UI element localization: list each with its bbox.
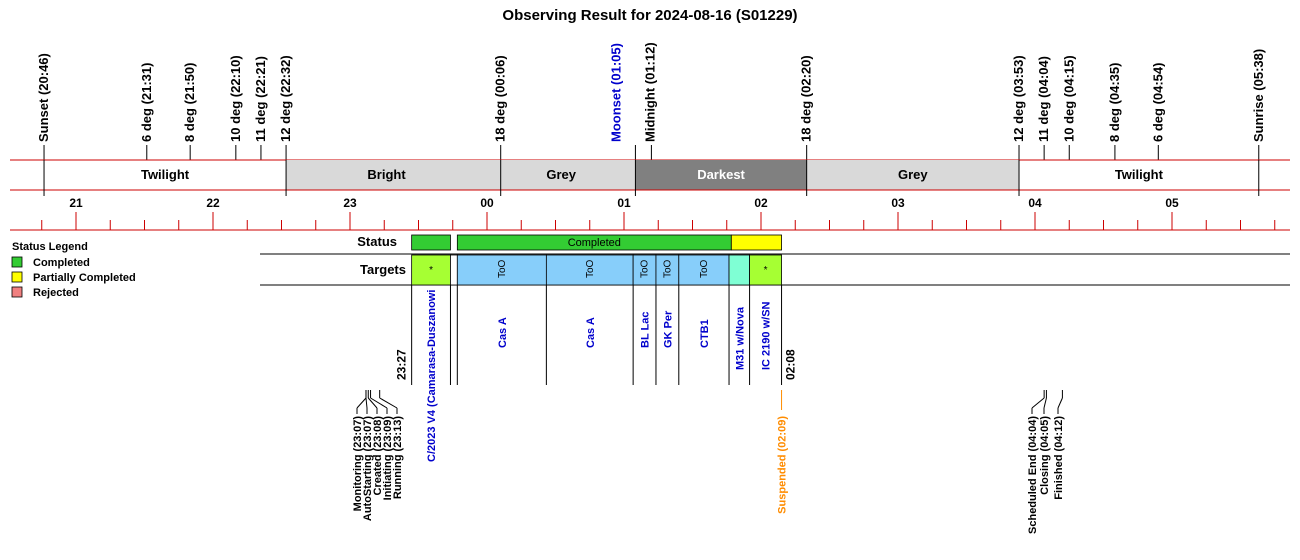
exec-event-leader — [1057, 397, 1063, 409]
legend-label: Rejected — [33, 287, 79, 299]
end-time-label: 02:08 — [784, 349, 798, 380]
start-time-label: 23:27 — [395, 349, 409, 380]
sky-phase-band: Twilight Bright Grey Darkest Grey Twilight — [10, 159, 1290, 196]
exec-event-label: Initiating (23:09) — [382, 416, 394, 501]
exec-event-leader — [370, 397, 388, 409]
status-block — [411, 234, 451, 251]
phase-label: Bright — [367, 167, 406, 182]
event-label: 11 deg (04:04) — [1036, 56, 1051, 142]
exec-event-leader — [367, 397, 378, 409]
event-label: 11 deg (22:21) — [253, 56, 268, 142]
event-label: 8 deg (21:50) — [182, 63, 197, 142]
exec-event-label: Running (23:13) — [392, 416, 404, 499]
exec-event-label: Finished (04:12) — [1053, 416, 1065, 500]
phase-label: Grey — [898, 167, 928, 182]
target-block — [545, 254, 634, 286]
event-label: 12 deg (03:53) — [1011, 55, 1026, 142]
hour-tick-label: 22 — [206, 196, 220, 210]
target-name: C/2023 V4 (Camarasa-Duszanowi — [426, 290, 438, 462]
target-name: CTB1 — [699, 319, 711, 348]
legend-swatch — [11, 256, 23, 268]
hour-tick-label: 23 — [343, 196, 357, 210]
target-name: GK Per — [662, 310, 674, 348]
hour-tick-label: 21 — [69, 196, 83, 210]
phase-label: Twilight — [141, 167, 190, 182]
exec-event-label: Closing (04:05) — [1039, 416, 1051, 495]
hour-tick-label: 02 — [754, 196, 768, 210]
target-tag: * — [764, 265, 768, 276]
phase-block — [806, 160, 1020, 190]
target-tag: ToO — [699, 259, 710, 278]
event-label: 6 deg (21:31) — [139, 63, 154, 142]
chart-title: Observing Result for 2024-08-16 (S01229) — [502, 7, 797, 24]
event-label: Moonset (01:05) — [608, 43, 623, 142]
target-name: IC 2190 w/SN — [761, 301, 773, 370]
target-tag: * — [429, 265, 433, 276]
target-tag: ToO — [640, 259, 651, 278]
event-label: Midnight (01:12) — [642, 42, 657, 142]
phase-label: Grey — [546, 167, 576, 182]
status-block-label: Completed — [568, 237, 621, 249]
exec-event-leader — [365, 397, 368, 409]
target-block — [450, 254, 458, 286]
hour-tick-label: 01 — [617, 196, 631, 210]
target-tag: ToO — [662, 259, 673, 278]
hour-tick-label: 05 — [1165, 196, 1179, 210]
target-block — [456, 254, 547, 286]
exec-event-leader — [1031, 397, 1045, 409]
event-label: 10 deg (04:15) — [1061, 55, 1076, 142]
legend-label: Partially Completed — [33, 272, 136, 284]
hour-tick-label: 04 — [1028, 196, 1042, 210]
phase-block — [487, 160, 636, 190]
phase-block — [635, 160, 807, 190]
event-label: 10 deg (22:10) — [228, 55, 243, 142]
phase-block — [286, 160, 487, 190]
event-label: 8 deg (04:35) — [1107, 63, 1122, 142]
event-label: Sunset (20:46) — [36, 53, 51, 142]
target-tag: ToO — [497, 259, 508, 278]
exec-event-label: Monitoring (23:07) — [352, 416, 364, 512]
exec-event-label: Scheduled End (04:04) — [1027, 416, 1039, 534]
status-block — [730, 234, 782, 251]
target-name: Cas A — [585, 317, 597, 348]
target-name: BL Lac — [640, 312, 652, 348]
exec-event-label: AutoStarting (23:07) — [362, 416, 374, 521]
hour-axis: 21 22 23 00 01 02 03 04 05 — [10, 196, 1290, 231]
event-label: 6 deg (04:54) — [1150, 63, 1165, 142]
exec-event-leader — [379, 397, 398, 409]
legend-title: Status Legend — [12, 241, 88, 253]
hour-tick-label: 03 — [891, 196, 905, 210]
exec-event-leader — [356, 397, 367, 409]
target-name: M31 w/Nova — [734, 306, 746, 370]
status-row-label: Status — [357, 234, 397, 249]
target-block — [749, 254, 782, 286]
exec-event-leader — [1043, 397, 1047, 409]
exec-event-label: Created (23:08) — [372, 416, 384, 496]
legend-label: Completed — [33, 257, 90, 269]
event-label: Sunrise (05:38) — [1251, 49, 1266, 142]
legend-swatch — [11, 286, 23, 298]
legend-swatch — [11, 271, 23, 283]
status-target-rows: Status Targets Completed * C/2023 V4 (Cama… — [260, 234, 1290, 462]
event-label: 18 deg (00:06) — [493, 55, 508, 142]
execution-events-layer: Monitoring (23:07)AutoStarting (23:07)Cr… — [352, 390, 1065, 534]
event-label: 18 deg (02:20) — [799, 55, 814, 142]
phase-label: Darkest — [697, 167, 745, 182]
phase-label: Twilight — [1115, 167, 1164, 182]
sky-events-layer: Sunset (20:46) 6 deg (21:31) 8 deg (21:50)… — [36, 42, 1266, 160]
target-name: Cas A — [497, 317, 509, 348]
target-block — [728, 254, 750, 286]
targets-row-label: Targets — [360, 262, 406, 277]
event-label: 12 deg (22:32) — [278, 55, 293, 142]
hour-tick-label: 00 — [480, 196, 494, 210]
exec-event-label: Suspended (02:09) — [777, 416, 789, 514]
target-tag: ToO — [585, 259, 596, 278]
